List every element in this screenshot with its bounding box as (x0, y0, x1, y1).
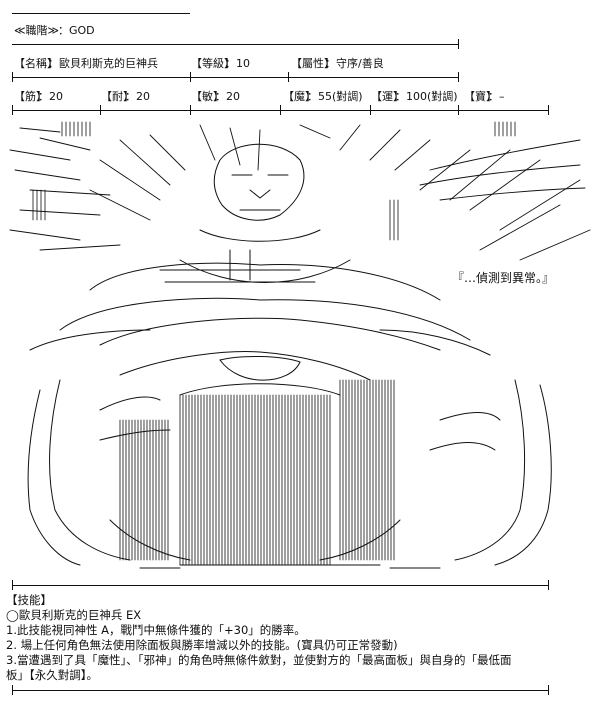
level-value: ：10 (225, 57, 250, 70)
stat-agi-value: ：20 (215, 90, 240, 103)
art-rays (9, 124, 591, 261)
frame-tick (288, 72, 289, 82)
frame-line (12, 44, 458, 45)
stat-mag-label: 【魔】 (283, 90, 316, 103)
attribute-label: 【屬性】 (291, 57, 335, 70)
name-label: 【名稱】 (14, 57, 58, 70)
art-speech: 『…偵測到異常。』 (452, 271, 554, 285)
skill-line-3: 3.當遭遇到了具「魔性」、「邪神」的角色時無條件斂對，並使對方的「最高面板」與自… (6, 653, 512, 667)
stat-np-value: ：– (488, 90, 505, 103)
frame-tick (12, 105, 13, 115)
art-hatch-top (32, 121, 516, 241)
frame-tick (12, 72, 13, 82)
name-value: ：歐貝利斯克的巨神兵 (48, 57, 158, 70)
frame-line (12, 690, 548, 691)
stat-end-value: ：20 (125, 90, 150, 103)
art-stripes (119, 379, 395, 566)
skill-name: ◯歐貝利斯克的巨神兵 EX (6, 608, 142, 622)
art-legs (27, 379, 552, 569)
frame-tick (190, 105, 191, 115)
level-label: 【等級】 (191, 57, 235, 70)
art-face (159, 143, 351, 283)
stat-str-value: ：20 (38, 90, 63, 103)
frame-tick (458, 72, 459, 82)
skill-line-2: 2. 場上任何角色無法使用除面板與勝率增減以外的技能。(寶具仍可正常發動) (6, 638, 398, 652)
frame-tick (12, 685, 13, 695)
frame-line (12, 77, 458, 78)
obelisk-ascii-art: 『…偵測到異常。』 (9, 121, 591, 569)
attribute-value: ：守序/善良 (325, 57, 384, 70)
frame-line (12, 13, 190, 14)
frame-tick (12, 580, 13, 590)
stat-luck-value: ：100(對調) (395, 90, 458, 103)
frame-tick (548, 685, 549, 695)
stat-np-label: 【寶】 (464, 90, 497, 103)
frame-line (12, 585, 548, 586)
rank-label: ≪職階≫ (14, 24, 60, 37)
frame-tick (190, 72, 191, 82)
frame-tick (458, 105, 459, 115)
frame-tick (548, 105, 549, 115)
rank-value: ：GOD (58, 24, 95, 37)
skill-line-4: 板」【永久對調】。 (6, 668, 98, 682)
frame-tick (100, 105, 101, 115)
frame-tick (370, 105, 371, 115)
stat-luck-label: 【運】 (371, 90, 404, 103)
stat-agi-label: 【敏】 (191, 90, 224, 103)
skills-heading: 【技能】 (6, 593, 52, 607)
frame-tick (548, 580, 549, 590)
stat-end-label: 【耐】 (101, 90, 134, 103)
stat-mag-value: ：55(對調) (307, 90, 363, 103)
frame-tick (280, 105, 281, 115)
frame-tick (458, 39, 459, 49)
stat-str-label: 【筋】 (14, 90, 47, 103)
art-orb (29, 262, 491, 396)
skill-line-1: 1.此技能視同神性 A，戰鬥中無條件獲的「+30」的勝率。 (6, 623, 306, 637)
